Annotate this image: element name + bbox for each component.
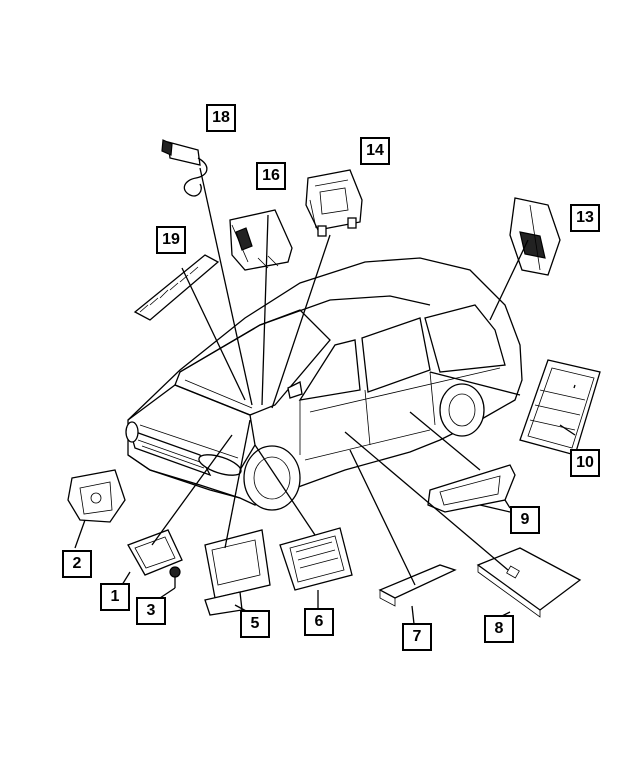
callout-1: 1 <box>100 583 130 611</box>
callout-5: 5 <box>240 610 270 638</box>
part-14-control-module <box>305 169 363 237</box>
callout-18: 18 <box>206 104 236 132</box>
part-3-screw <box>169 566 181 588</box>
callout-13: 13 <box>570 204 600 232</box>
callout-9: 9 <box>510 506 540 534</box>
part-2-latch <box>67 469 126 523</box>
part-8-module <box>476 547 582 618</box>
part-5-pcm <box>204 529 271 616</box>
part-10-airbag-module <box>519 359 601 456</box>
callout-2: 2 <box>62 550 92 578</box>
callout-10: 10 <box>570 449 600 477</box>
part-13-module <box>509 197 561 276</box>
callout-6: 6 <box>304 608 334 636</box>
part-18-sensor-cable <box>161 139 208 197</box>
callout-8: 8 <box>484 615 514 643</box>
callout-19: 19 <box>156 226 186 254</box>
minivan-illustration <box>125 257 523 511</box>
callout-3: 3 <box>136 597 166 625</box>
callout-14: 14 <box>360 137 390 165</box>
part-16-module-box <box>229 209 293 271</box>
part-6-ecm <box>279 527 353 591</box>
part-9-module <box>427 464 516 513</box>
callout-16: 16 <box>256 162 286 190</box>
part-19-trim-panel <box>133 254 220 321</box>
leader-lines <box>74 167 576 625</box>
callout-7: 7 <box>402 623 432 651</box>
part-7-module <box>378 564 457 607</box>
